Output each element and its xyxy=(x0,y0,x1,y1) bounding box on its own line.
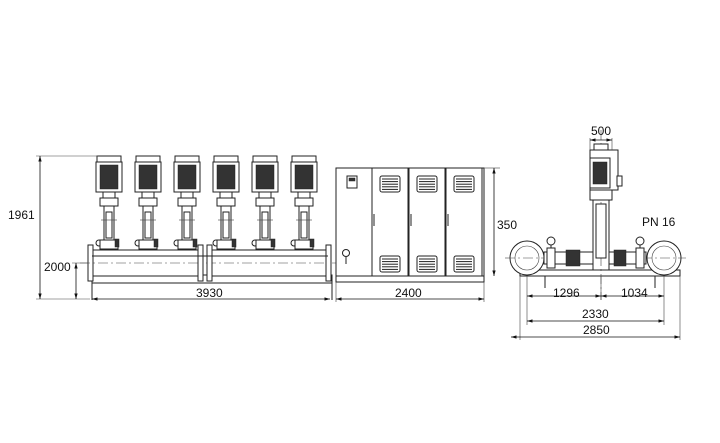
dim-manifold-length: 3930 xyxy=(196,286,223,300)
cabinet-door xyxy=(408,167,446,277)
dim-inner-width: 2330 xyxy=(582,307,609,321)
dim-header-height: 2000 xyxy=(44,260,71,274)
cabinet-display xyxy=(346,175,358,189)
front-view xyxy=(80,155,485,300)
pump-unit xyxy=(95,155,123,250)
discharge-pipe-right xyxy=(642,240,686,276)
control-cabinet xyxy=(335,167,485,283)
side-pump xyxy=(589,130,623,300)
manifold-pipe xyxy=(80,244,340,282)
pressure-rating-label: PN 16 xyxy=(642,215,676,229)
pump-unit xyxy=(173,155,201,250)
pump-unit xyxy=(290,155,318,250)
dim-overall-height: 1961 xyxy=(8,208,35,222)
dim-motor-width: 500 xyxy=(591,124,611,138)
dimension-lines xyxy=(36,138,681,340)
pressure-gauge-icon xyxy=(342,249,350,257)
dim-overall-width: 2850 xyxy=(583,323,610,337)
dim-side-height: 350 xyxy=(497,218,517,232)
cabinet-door xyxy=(445,167,483,277)
valve-right xyxy=(613,236,645,269)
valve-left xyxy=(546,236,581,269)
side-view xyxy=(505,130,686,300)
pump-unit xyxy=(251,155,279,250)
pump-units xyxy=(95,155,318,250)
pump-unit xyxy=(212,155,240,250)
dim-right-offset: 1034 xyxy=(621,286,648,300)
dimension-labels: 1961 2000 3930 2400 350 500 PN 16 1296 1… xyxy=(8,124,676,337)
dim-cabinet-width: 2400 xyxy=(395,286,422,300)
dim-left-offset: 1296 xyxy=(553,286,580,300)
cabinet-door xyxy=(371,167,409,277)
pump-unit xyxy=(134,155,162,250)
